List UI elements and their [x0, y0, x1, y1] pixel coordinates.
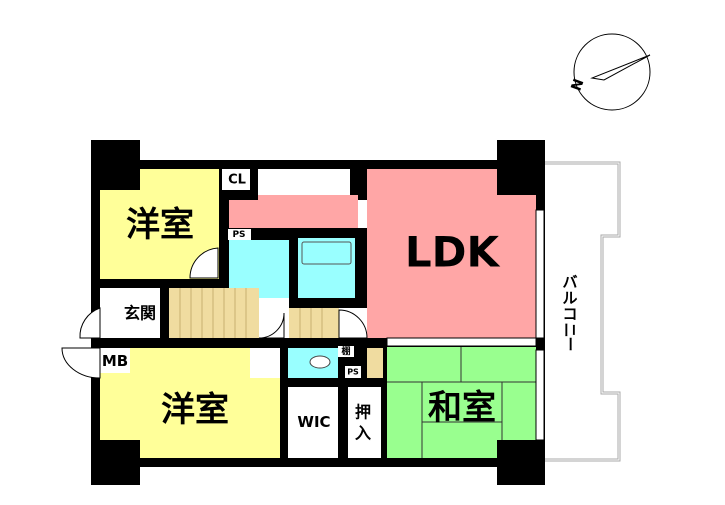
compass-north-label: N [568, 77, 587, 93]
walk-in-closet [288, 387, 338, 458]
entrance [120, 288, 160, 338]
pipe-space-1 [228, 229, 251, 240]
ldk-room [367, 169, 536, 338]
ps-label-2: PS [347, 368, 359, 377]
compass-icon: N [568, 33, 651, 111]
entrance-label: 玄関 [124, 304, 156, 323]
balcony-char: コ [562, 305, 577, 323]
ps-label-1: PS [232, 230, 245, 240]
ldk-label: LDK [405, 228, 501, 277]
balcony-char: ー [561, 336, 579, 351]
pipe-space-2 [345, 366, 361, 378]
balcony-outline [545, 161, 621, 462]
balcony-char: ニ [561, 322, 579, 337]
closet-cl [222, 169, 250, 190]
balcony-char: バ [562, 273, 577, 291]
western-room-2-label: 洋室 [161, 390, 229, 430]
western-room-1-label: 洋室 [126, 205, 194, 245]
oshiire [348, 387, 381, 458]
meter-box [100, 348, 130, 373]
balcony-label: バ ル コ ニ ー [561, 273, 579, 352]
cl-label: CL [228, 173, 246, 188]
bathtub [301, 241, 352, 265]
wic-label: WIC [297, 413, 330, 431]
balcony-char: ル [562, 289, 577, 307]
hallway [169, 288, 259, 338]
shelf-label: 棚 [341, 345, 350, 357]
oshiire-label-top: 押 [355, 403, 371, 422]
mb-label: MB [102, 352, 128, 370]
oshiire-label-bottom: 入 [355, 424, 371, 443]
kitchen-counter [258, 169, 350, 195]
shelf [338, 346, 354, 357]
japanese-room-label: 和室 [428, 388, 496, 428]
